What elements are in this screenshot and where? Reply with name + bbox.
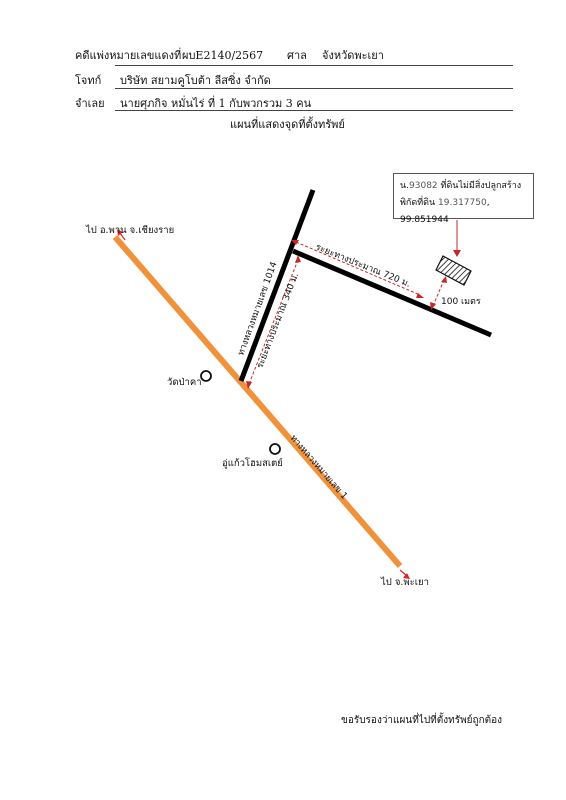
highway-1-label: ทางหลวงหมายเลข 1 — [288, 433, 349, 501]
divider — [115, 88, 513, 89]
side-road — [292, 248, 492, 338]
highway-1014-road — [238, 189, 316, 382]
case-number-label: คดีแพ่งหมายเลขแดงที่ — [75, 49, 182, 62]
court-label: ศาล — [287, 49, 307, 62]
temple-marker-icon — [200, 370, 212, 382]
map-title: แผนที่แสดงจุดที่ตั้งทรัพย์ — [230, 118, 345, 131]
arrow-icon — [246, 381, 252, 389]
coordinate-label: พิกัดที่ดิน — [400, 198, 439, 208]
homestay-marker-icon — [269, 443, 281, 455]
certification-text: ขอรับรองว่าแผนที่ไปที่ตั้งทรัพย์ถูกต้อง — [341, 715, 503, 726]
case-number: ผบE2140/2567 — [182, 49, 264, 62]
property-parcel — [435, 255, 472, 286]
arrow-icon — [291, 240, 299, 245]
plaintiff-label: โจทก์ — [75, 74, 102, 87]
coordinate-separator: , — [486, 198, 490, 208]
distance-720-line — [295, 241, 421, 296]
arrow-icon — [416, 293, 424, 298]
highway-1-road — [112, 235, 403, 568]
plaintiff-name: บริษัท สยามคูโบต้า ลีสซิ่ง จำกัด — [120, 74, 271, 87]
distance-340-line — [248, 259, 299, 385]
latitude-value: 19.317750 — [438, 198, 487, 208]
divider — [115, 110, 513, 111]
homestay-label: อู่แก้วโฮมสเตย์ — [222, 457, 283, 469]
to-phan-label: ไป อ.พาน จ.เชียงราย — [85, 224, 174, 236]
arrow-icon — [399, 569, 410, 579]
coordinate-line: พิกัดที่ดิน 19.317750, 99.851944 — [400, 195, 527, 229]
arrow-icon — [453, 250, 461, 257]
arrow-icon — [117, 229, 126, 241]
deed-number: 93082 — [409, 181, 438, 191]
distance-100-label: 100 เมตร — [441, 297, 481, 307]
deed-line: น.93082 ที่ดินไม่มีสิ่งปลูกสร้าง — [400, 178, 527, 195]
property-info-box: น.93082 ที่ดินไม่มีสิ่งปลูกสร้าง พิกัดที… — [393, 173, 534, 225]
court-name: จังหวัดพะเยา — [322, 49, 384, 62]
to-phayao-label: ไป จ.พะเยา — [380, 576, 429, 588]
wat-pa-kha-label: วัดป่าคา — [167, 377, 202, 388]
arrow-icon — [295, 255, 301, 263]
arrow-icon — [430, 302, 436, 310]
deed-description: ที่ดินไม่มีสิ่งปลูกสร้าง — [437, 181, 522, 191]
divider — [115, 65, 513, 66]
longitude-value: 99.851944 — [400, 215, 449, 225]
defendant-name: นายศุภกิจ หมั่นไร่ ที่ 1 กับพวกรวม 3 คน — [120, 97, 312, 110]
deed-prefix: น. — [400, 181, 410, 191]
defendant-label: จำเลย — [75, 97, 105, 110]
arrow-icon — [441, 276, 447, 283]
